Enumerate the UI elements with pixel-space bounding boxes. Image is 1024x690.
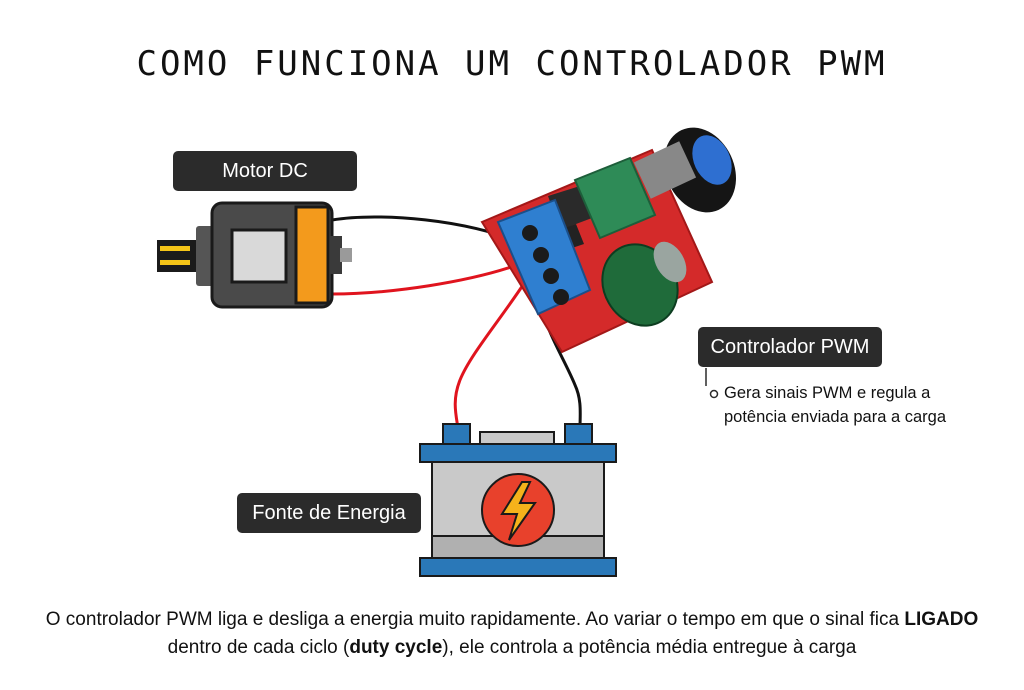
wire-battery-red <box>453 281 527 429</box>
caption-part-2: dentro de cada ciclo ( <box>167 637 350 658</box>
caption-bold-2: duty cycle <box>349 637 443 658</box>
controller-description: Gera sinais PWM e regula a potência envi… <box>724 384 946 426</box>
potentiometer-knob-icon <box>633 127 736 213</box>
lightning-bolt-icon <box>481 473 555 547</box>
label-motor: Motor DC <box>173 151 357 191</box>
caption: O controlador PWM liga e desliga a energ… <box>20 606 1004 662</box>
description-connector <box>705 368 719 399</box>
caption-part-1: O controlador PWM liga e desliga a energ… <box>45 609 905 630</box>
pwm-board-icon <box>480 127 736 354</box>
battery-icon <box>419 423 617 577</box>
label-controller: Controlador PWM <box>698 327 882 367</box>
page-title: COMO FUNCIONA UM CONTROLADOR PWM <box>136 44 888 84</box>
caption-bold-1: LIGADO <box>904 609 979 630</box>
label-power-source: Fonte de Energia <box>237 493 421 533</box>
caption-part-3: ), ele controla a potência média entregu… <box>442 637 857 658</box>
motor-icon <box>157 201 352 309</box>
wire-motor-red <box>331 262 521 296</box>
